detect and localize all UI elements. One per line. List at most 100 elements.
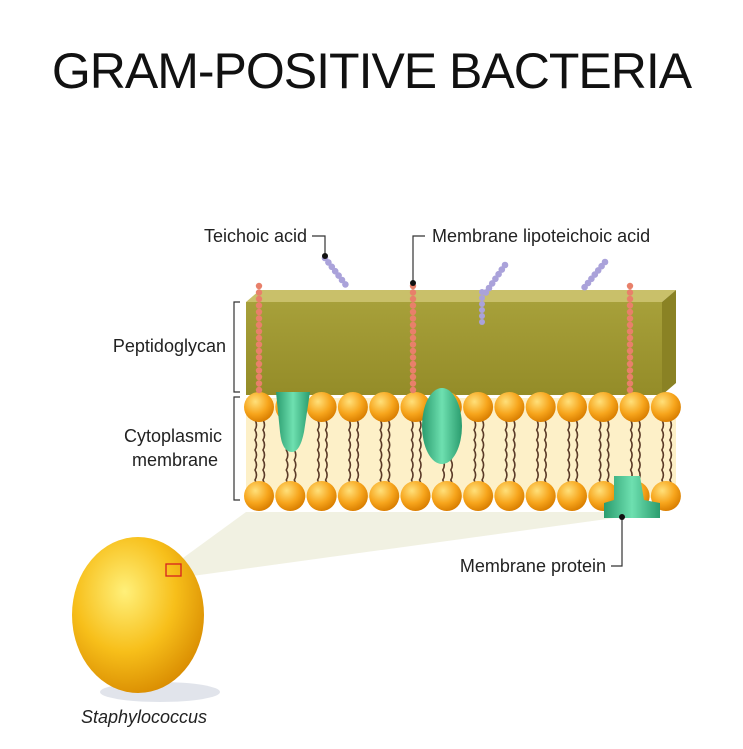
- zoom-cone: [172, 512, 658, 577]
- lipoteichoic-bead: [409, 328, 417, 335]
- lipoteichoic-bead: [409, 289, 417, 296]
- lipid-tail: [254, 409, 258, 491]
- lipoteichoic-bead: [255, 295, 263, 303]
- lipoteichoic-bead: [255, 367, 263, 374]
- lipoteichoic-acid-chains: [255, 282, 634, 394]
- lipoteichoic-bead: [255, 308, 263, 316]
- lipid-tail: [668, 409, 673, 491]
- lipoteichoic-bead: [255, 302, 263, 309]
- lipid-tail: [324, 409, 328, 491]
- lipid-head: [557, 392, 587, 422]
- cytoplasmic-label: Cytoplasmic: [124, 426, 222, 446]
- lipid-tail: [567, 409, 571, 491]
- lipid-head: [525, 481, 556, 511]
- lipoteichoic-bead: [626, 308, 634, 316]
- lipoteichoic-bead: [255, 386, 263, 394]
- protein-dot: [619, 514, 625, 520]
- lipid-head: [244, 481, 274, 511]
- lipoteichoic-acid-label: Membrane lipoteichoic acid: [432, 226, 650, 246]
- lipid-tail: [535, 409, 539, 491]
- lipid-tail: [410, 409, 414, 491]
- lipoteichoic-bead: [626, 367, 634, 374]
- organism-label: Staphylococcus: [81, 707, 207, 727]
- lipid-tail: [504, 409, 508, 491]
- membrane-bracket: [233, 396, 240, 501]
- lipid-head: [431, 481, 462, 511]
- teichoic-bead: [479, 307, 485, 313]
- lipid-tail: [481, 409, 485, 491]
- membrane-label: membrane: [132, 450, 218, 470]
- membrane-protein-3: [604, 476, 660, 518]
- lipid-tail: [347, 409, 352, 491]
- lipoteichoic-bead: [409, 373, 417, 381]
- lipoteichoic-bead: [626, 328, 634, 335]
- lipid-tail: [512, 409, 516, 491]
- lipid-head: [337, 481, 368, 511]
- lipoteichoic-bead: [409, 334, 417, 342]
- teichoic-bead: [501, 261, 509, 269]
- lipid-head: [588, 392, 619, 422]
- lipid-head: [525, 392, 556, 422]
- lipoteichoic-bead: [255, 289, 263, 296]
- teichoic-bead: [479, 319, 485, 325]
- peptidoglycan-label: Peptidoglycan: [113, 336, 226, 356]
- lipid-tail: [660, 409, 665, 491]
- lipid-tail: [418, 409, 422, 491]
- lipoteichoic-bead: [409, 302, 417, 309]
- lipid-head: [369, 481, 400, 511]
- lipid-head: [244, 392, 274, 422]
- lipoteichoic-bead: [409, 315, 417, 322]
- teichoic-bead: [581, 283, 588, 291]
- teichoic-bead: [479, 289, 485, 295]
- teichoic-bead: [479, 313, 485, 319]
- lipid-tail: [575, 409, 579, 491]
- lipoteichoic-bead: [626, 334, 634, 342]
- page-title: GRAM-POSITIVE BACTERIA: [51, 43, 692, 99]
- lipoteichoic-dot: [410, 280, 416, 286]
- lipoteichoic-bead: [626, 302, 634, 309]
- teichoic-bead: [485, 284, 493, 292]
- lipid-head: [463, 481, 494, 511]
- lipoteichoic-bead: [626, 380, 634, 387]
- teichoic-dot: [322, 253, 328, 259]
- teichoic-bead: [342, 281, 349, 288]
- peptidoglycan-side: [662, 290, 676, 395]
- lipid-tail: [379, 409, 383, 491]
- lipoteichoic-bead: [626, 354, 634, 361]
- lipoteichoic-bead: [626, 341, 634, 348]
- zoom-box: [165, 563, 182, 577]
- lipoteichoic-bead: [409, 360, 417, 368]
- lipid-tail: [316, 409, 320, 491]
- lipid-heads-inner: [244, 481, 681, 511]
- lipoteichoic-bead: [409, 386, 417, 394]
- lipoteichoic-bead: [626, 321, 634, 329]
- peptidoglycan-bracket: [233, 301, 240, 393]
- teichoic-bead: [488, 280, 496, 287]
- membrane-protein-label: Membrane protein: [460, 556, 606, 576]
- lipid-head: [557, 481, 587, 511]
- lipoteichoic-bead: [409, 321, 417, 329]
- lipoteichoic-bead: [626, 315, 634, 322]
- lipid-tail: [262, 409, 266, 491]
- lipoteichoic-bead: [409, 308, 417, 316]
- peptidoglycan-top: [246, 290, 676, 302]
- lipoteichoic-bead: [255, 315, 263, 322]
- lipid-tail: [543, 409, 547, 491]
- teichoic-bead: [479, 295, 485, 301]
- lipoteichoic-bead: [255, 328, 263, 335]
- teichoic-bead: [495, 270, 502, 278]
- lipoteichoic-bead: [409, 367, 417, 374]
- staphylococcus-cell: [72, 537, 204, 693]
- lipoteichoic-bead: [255, 347, 263, 355]
- lipoteichoic-bead: [409, 354, 417, 361]
- lipoteichoic-bead: [255, 380, 263, 387]
- lipid-head: [337, 392, 368, 422]
- peptidoglycan-layer: [246, 302, 662, 395]
- lipoteichoic-bead: [409, 347, 417, 355]
- membrane-protein-2: [422, 388, 462, 464]
- lipid-head: [494, 392, 525, 422]
- teichoic-leader: [312, 235, 326, 256]
- lipid-head: [400, 481, 431, 511]
- lipid-tail: [473, 409, 477, 491]
